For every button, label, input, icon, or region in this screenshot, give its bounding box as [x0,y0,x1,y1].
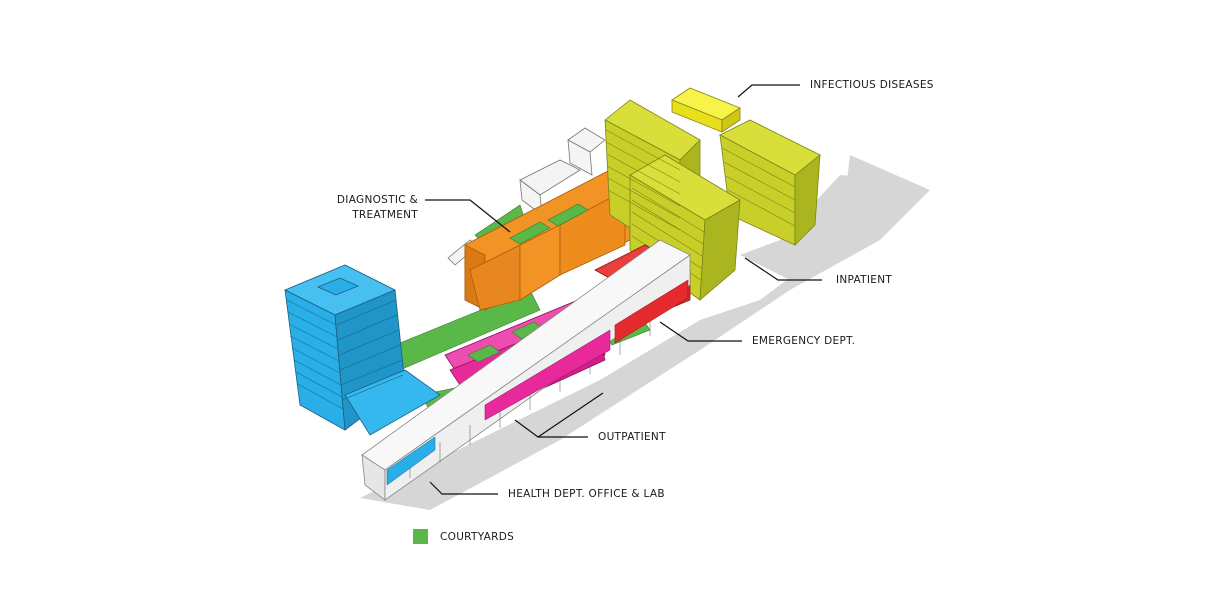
health-dept-block [284,264,441,436]
label-diagnostic-treatment: DIAGNOSTIC & TREATMENT [336,194,418,221]
diagnostic-courtyards [509,203,589,245]
health-floor-lines [286,299,404,410]
spine-magenta-glass [484,329,611,421]
leader-lines [425,84,822,495]
legend-courtyard-swatch [413,529,428,544]
label-emergency-dept: EMERGENCY DEPT. [752,335,856,347]
leader-health [429,481,498,495]
legend-courtyards-label: COURTYARDS [440,531,515,543]
label-health-dept: HEALTH DEPT. OFFICE & LAB [508,488,665,500]
infectious-block [671,87,741,133]
leader-diagnostic [425,199,511,233]
label-infectious-diseases: INFECTIOUS DISEASES [810,79,934,91]
leader-infectious [737,84,800,98]
leader-inpatient [744,257,822,281]
spine-red-glass [614,279,689,344]
inpatient-floor-lines [605,129,796,281]
label-outpatient: OUTPATIENT [598,431,666,443]
leader-emergency [659,321,742,342]
support-buildings [447,127,606,266]
leader-outpatient-b [537,392,604,438]
spine-blue-glass [386,436,436,486]
label-inpatient: INPATIENT [836,274,893,286]
